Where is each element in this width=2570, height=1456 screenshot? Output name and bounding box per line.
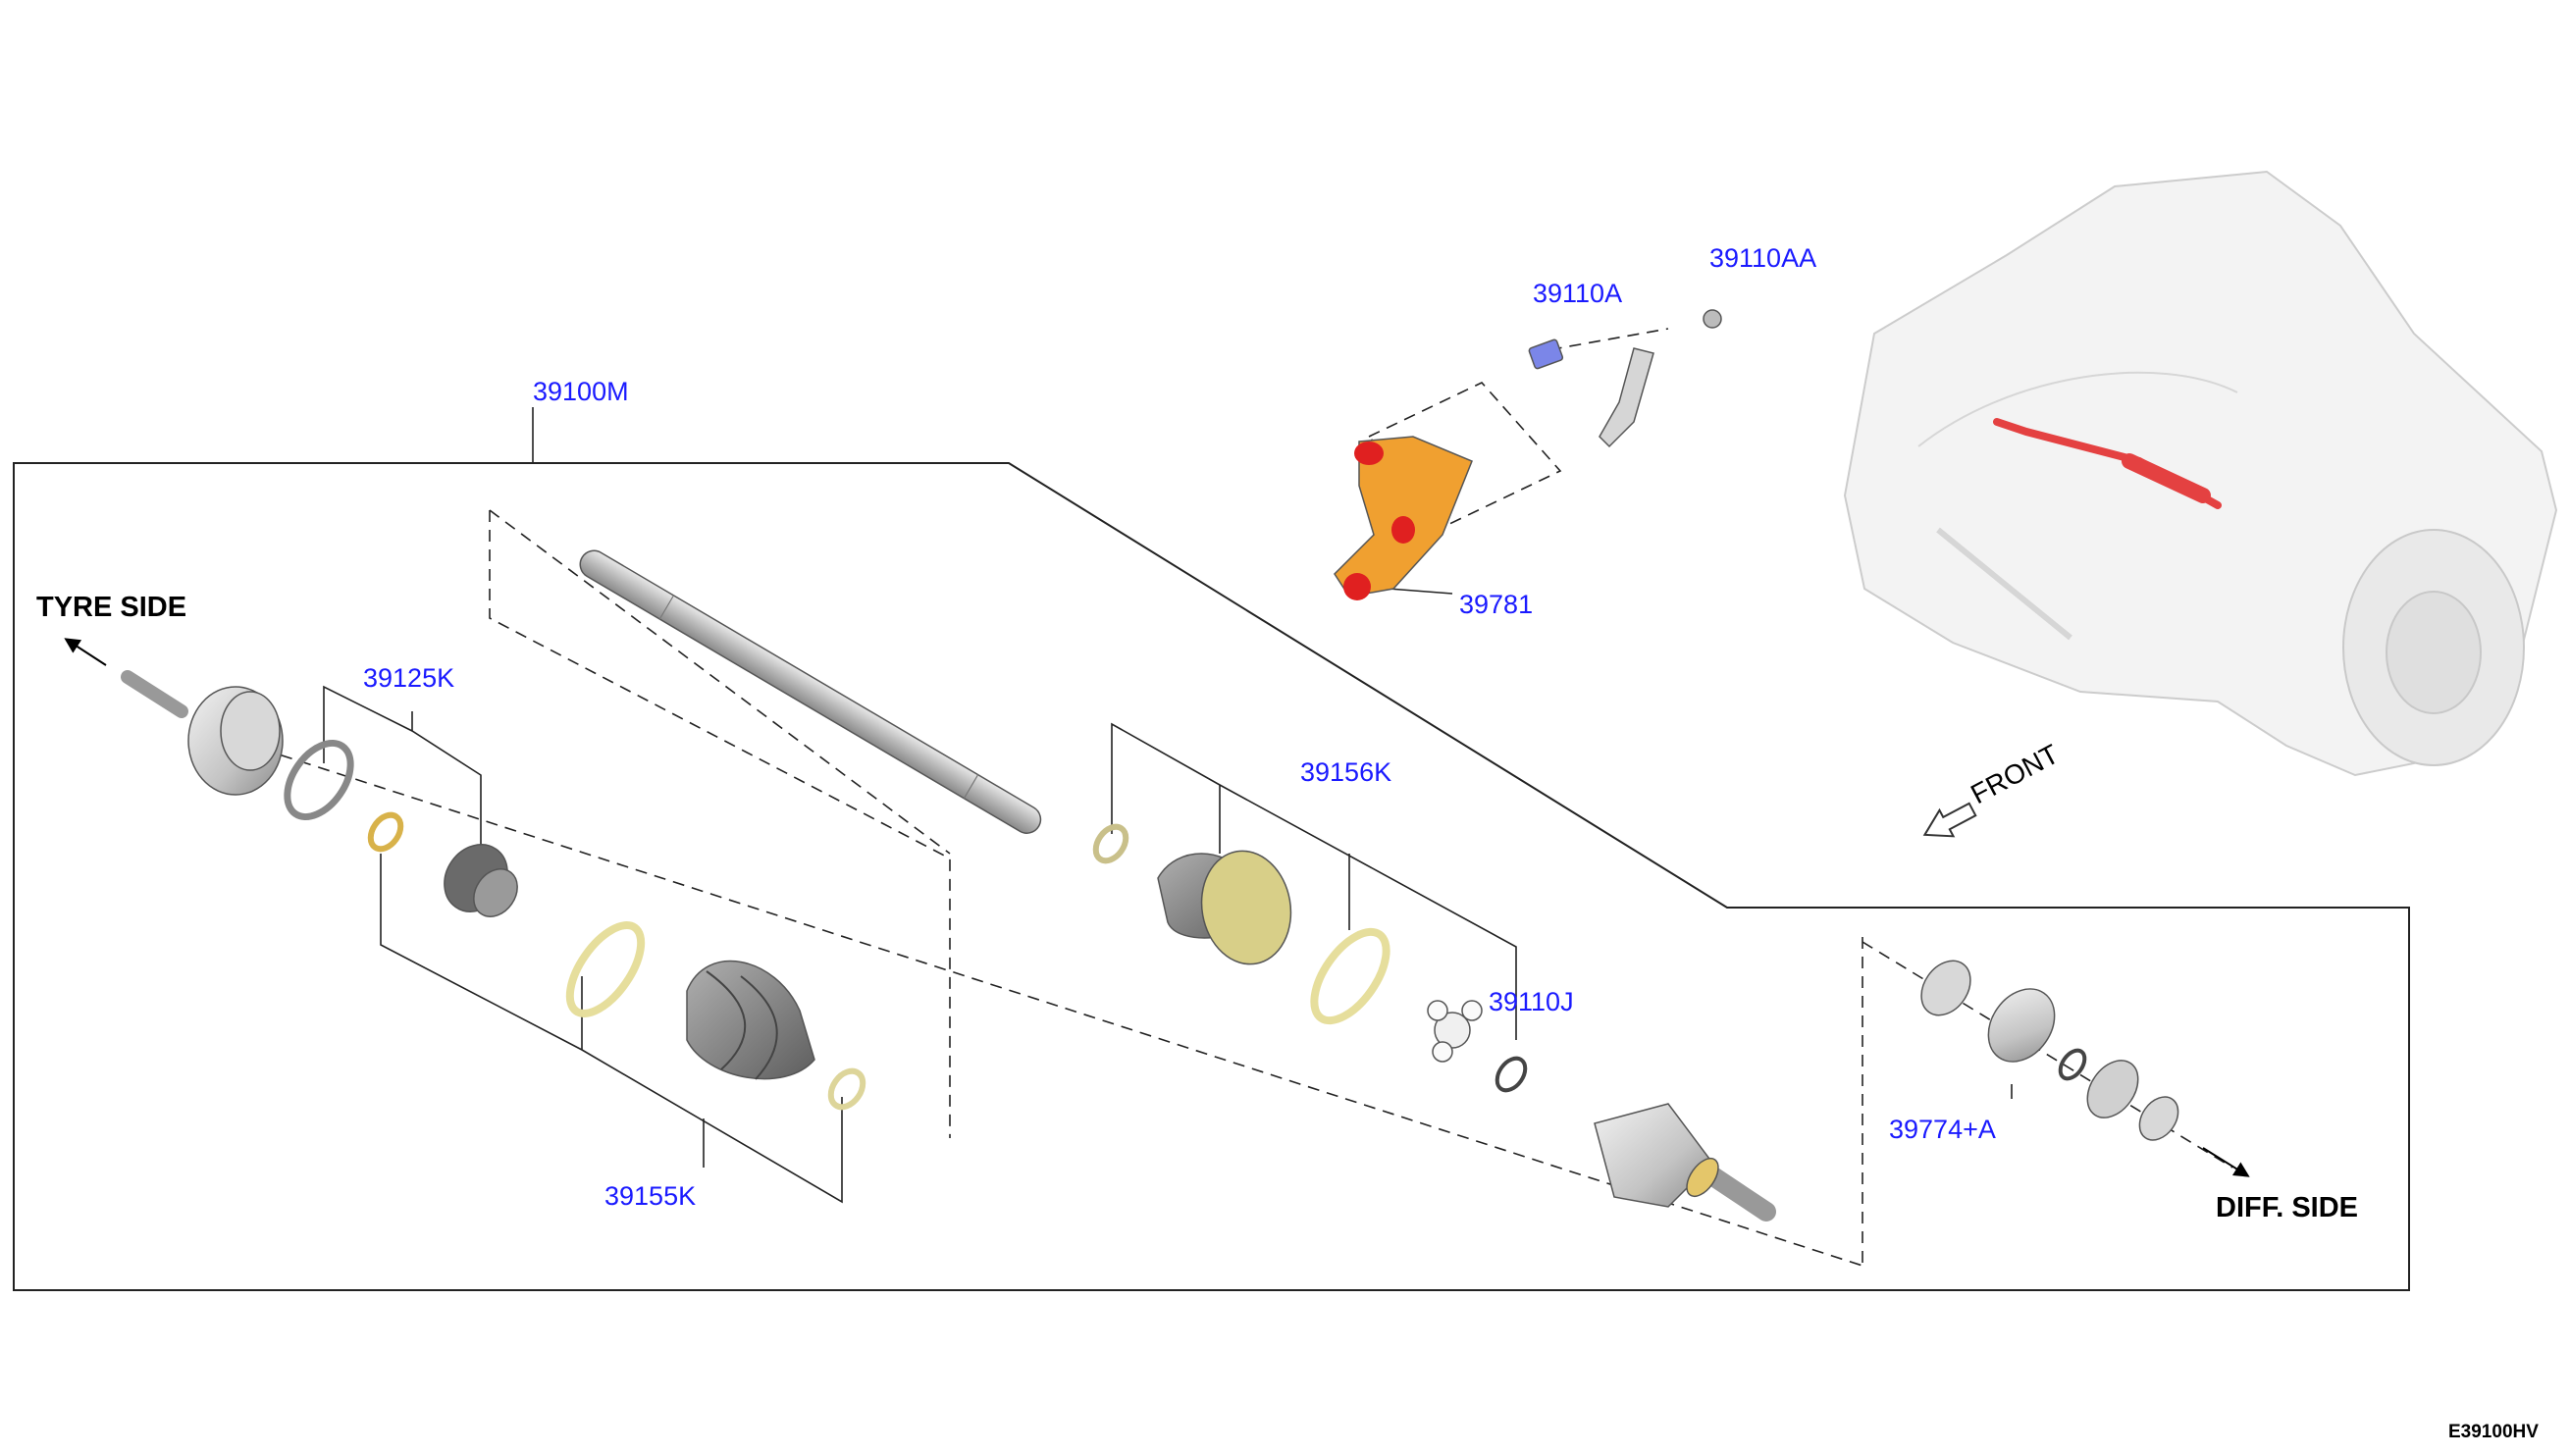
inner-boot [1157, 850, 1292, 965]
bracket-39781 [1334, 436, 1473, 600]
tripod-joint [1427, 1000, 1483, 1063]
front-label: FRONT [1966, 739, 2064, 810]
tyre-side-label: TYRE SIDE [36, 592, 186, 623]
diff-side-arrow [2202, 1147, 2250, 1177]
outer-cv-joint [121, 670, 284, 796]
boot-band-large-left [565, 921, 646, 1017]
tyre-side-arrow [64, 638, 107, 666]
part-label-39110j[interactable]: 39110J [1489, 987, 1574, 1016]
part-label-39156k[interactable]: 39156K [1300, 757, 1391, 787]
boot-band-small-left [827, 1067, 866, 1111]
part-label-39774a[interactable]: 39774+A [1889, 1115, 1996, 1144]
leader-39781 [1388, 588, 1453, 595]
vehicle-silhouette [1843, 170, 2558, 777]
part-label-39781[interactable]: 39781 [1459, 590, 1533, 619]
seal-ring-3 [2138, 1096, 2179, 1141]
diagram-code: E39100HV [2448, 1422, 2539, 1442]
axis-dashed-line [205, 730, 1863, 1267]
part-label-39155k[interactable]: 39155K [604, 1181, 696, 1211]
boot-band-large-right [1310, 927, 1390, 1025]
bracket-dashed-box [1367, 382, 1562, 526]
small-ring-yellow [367, 811, 404, 853]
inner-dashed-box-left [489, 510, 951, 1138]
bearing [1987, 988, 2056, 1063]
part-label-39110aa[interactable]: 39110AA [1709, 243, 1816, 273]
inner-cv-housing [1594, 1103, 1776, 1222]
heat-shield [1599, 347, 1654, 448]
front-arrow [1922, 802, 1977, 838]
part-label-39125k[interactable]: 39125K [363, 663, 454, 693]
snap-ring-inner [1092, 823, 1129, 864]
part-label-39110a[interactable]: 39110A [1533, 279, 1622, 308]
bolt-39110a [1528, 338, 1564, 370]
inner-dashed-box-right [489, 509, 951, 855]
damper-weight [444, 844, 518, 917]
assembly-frame [13, 462, 2410, 1291]
seal-ring-1 [1920, 960, 1971, 1016]
washer-small [2058, 1048, 2087, 1081]
part-label-39100m[interactable]: 39100M [533, 377, 629, 406]
snap-ring-outer [284, 740, 354, 820]
circlip-inner [1495, 1056, 1528, 1093]
outer-boot [686, 960, 815, 1080]
clip-39110aa [1703, 309, 1722, 329]
drive-shaft [579, 549, 1042, 834]
seal-ring-2 [2086, 1060, 2139, 1118]
diff-side-label: DIFF. SIDE [2216, 1192, 2358, 1223]
